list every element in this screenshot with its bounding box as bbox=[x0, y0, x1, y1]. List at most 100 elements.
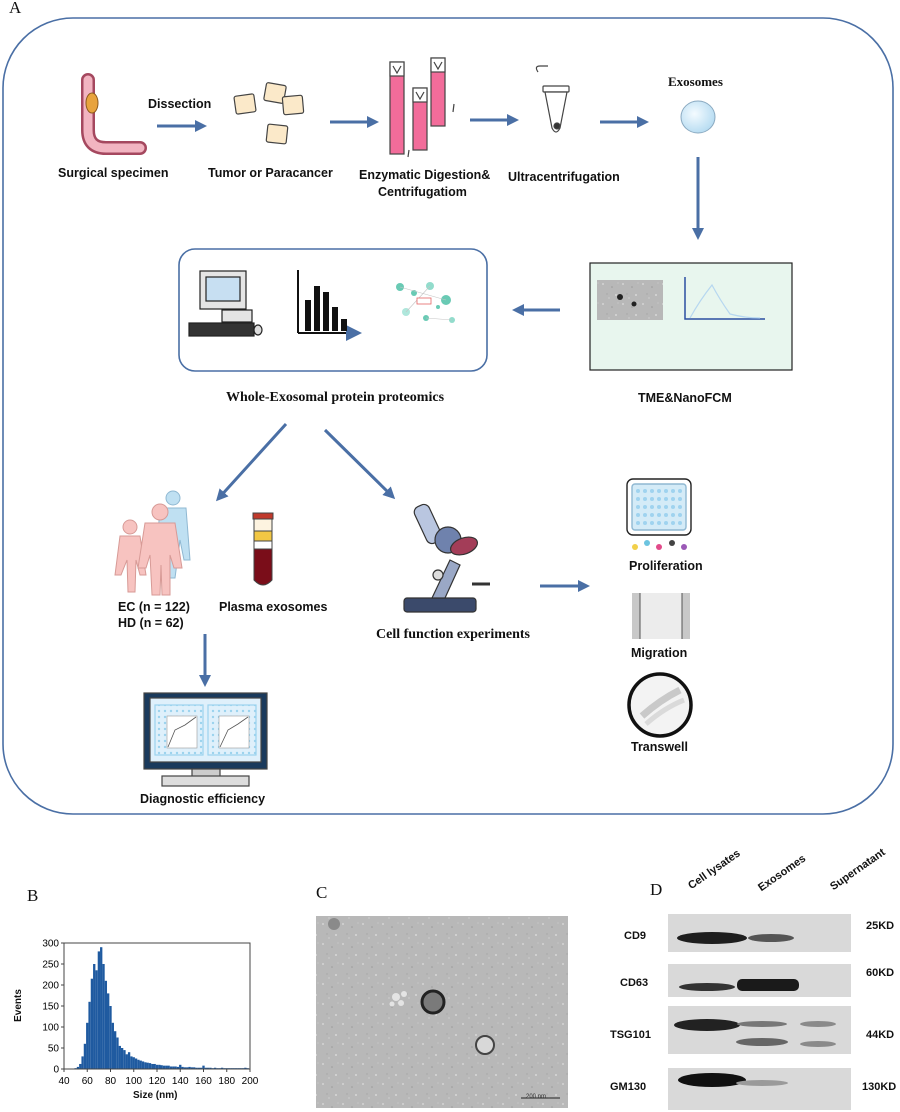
panel-d-letter: D bbox=[650, 880, 663, 899]
histogram-bar bbox=[90, 978, 94, 1069]
histogram-xlabel: Size (nm) bbox=[133, 1090, 178, 1101]
exosome-icon bbox=[680, 100, 716, 134]
histogram-bar bbox=[202, 1065, 205, 1069]
histogram-bar bbox=[107, 993, 110, 1069]
histogram-bar bbox=[179, 1064, 182, 1069]
histogram-bar bbox=[220, 1067, 224, 1069]
reagent-dots-icon bbox=[632, 540, 687, 550]
histogram-bar bbox=[244, 1067, 247, 1069]
histogram-bar bbox=[148, 1063, 152, 1069]
histogram-bar bbox=[181, 1066, 184, 1069]
panel-b-letter: B bbox=[27, 886, 39, 905]
proteomics-label: Whole-Exosomal protein proteomics bbox=[226, 390, 445, 405]
histogram-bar bbox=[139, 1060, 142, 1069]
histogram-bar bbox=[137, 1059, 140, 1069]
protein-label-cd9: CD9 bbox=[624, 930, 647, 942]
histogram-bar bbox=[183, 1067, 187, 1069]
histogram-bar bbox=[86, 1022, 89, 1069]
centrifuge-tubes-icon bbox=[389, 57, 455, 158]
histogram-bar bbox=[195, 1067, 198, 1069]
ultracentrifugation-label: Ultracentrifugation bbox=[508, 170, 620, 184]
tme-image-thumb bbox=[597, 280, 663, 320]
tumor-tissue-icon bbox=[233, 82, 305, 145]
size-label-25kd: 25KD bbox=[866, 920, 895, 932]
blood-tube-icon bbox=[252, 512, 274, 586]
histogram-bar bbox=[162, 1065, 166, 1069]
histogram-bar bbox=[167, 1065, 170, 1069]
exosomes-label: Exosomes bbox=[668, 74, 723, 89]
histogram-bar bbox=[151, 1063, 154, 1069]
well-plate-wells bbox=[636, 489, 682, 525]
y-tick-label: 200 bbox=[42, 981, 59, 992]
histogram-bar bbox=[100, 947, 103, 1069]
exosome-particle bbox=[420, 989, 446, 1015]
eppendorf-tube-icon bbox=[535, 65, 570, 133]
histogram-bar bbox=[186, 1067, 189, 1069]
arrow-to-clinical bbox=[215, 422, 288, 502]
histogram-bar bbox=[130, 1056, 133, 1069]
histogram-bar bbox=[125, 1054, 128, 1069]
histogram-bar bbox=[213, 1067, 217, 1069]
dissection-label: Dissection bbox=[148, 97, 212, 111]
y-tick-label: 250 bbox=[42, 960, 59, 971]
size-label-130kd: 130KD bbox=[862, 1081, 897, 1093]
y-tick-label: 0 bbox=[53, 1065, 59, 1076]
protein-label-cd63: CD63 bbox=[620, 977, 649, 989]
migration-label: Migration bbox=[631, 646, 688, 660]
proliferation-label: Proliferation bbox=[629, 559, 703, 573]
x-tick-label: 120 bbox=[149, 1076, 166, 1087]
histogram-bar bbox=[200, 1067, 203, 1069]
x-tick-label: 200 bbox=[242, 1076, 259, 1087]
histogram-bar bbox=[123, 1050, 126, 1069]
histogram-bar bbox=[132, 1057, 135, 1069]
histogram-bar bbox=[93, 964, 96, 1069]
surgical-specimen-icon bbox=[81, 73, 147, 155]
histogram-bar bbox=[134, 1058, 138, 1069]
bar-chart-icon bbox=[297, 270, 362, 341]
panel-a-letter: A bbox=[9, 0, 22, 17]
surgical-specimen-label: Surgical specimen bbox=[58, 166, 169, 180]
histogram-bar bbox=[197, 1067, 201, 1069]
diagnostic-monitor-icon bbox=[143, 692, 268, 787]
histogram-bar bbox=[120, 1048, 124, 1069]
histogram-bar bbox=[172, 1066, 175, 1069]
y-tick-label: 100 bbox=[42, 1023, 59, 1034]
cohort-people-icon bbox=[114, 490, 191, 596]
x-tick-label: 100 bbox=[125, 1076, 142, 1087]
histogram-bar bbox=[141, 1061, 145, 1069]
panel-a-border bbox=[2, 17, 894, 815]
x-tick-label: 160 bbox=[195, 1076, 212, 1087]
histogram-bar bbox=[76, 1066, 80, 1069]
x-tick-label: 40 bbox=[58, 1076, 70, 1087]
histogram-bar bbox=[144, 1062, 147, 1069]
histogram-bar bbox=[102, 964, 105, 1069]
microscope-icon bbox=[403, 503, 490, 613]
cell-function-label: Cell function experiments bbox=[376, 627, 530, 642]
x-tick-label: 60 bbox=[82, 1076, 94, 1087]
plasma-exosomes-label: Plasma exosomes bbox=[219, 600, 328, 614]
histogram-bar bbox=[146, 1062, 149, 1069]
network-icon bbox=[392, 278, 464, 330]
size-label-44kd: 44KD bbox=[866, 1029, 895, 1041]
panel-c-letter: C bbox=[316, 883, 328, 902]
histogram-bar bbox=[190, 1067, 194, 1069]
histogram-bar bbox=[127, 1052, 131, 1069]
hd-count-label: HD (n = 62) bbox=[118, 616, 184, 630]
histogram-bar bbox=[109, 1006, 112, 1069]
y-tick-label: 300 bbox=[42, 939, 59, 950]
diagnostic-efficiency-label: Diagnostic efficiency bbox=[140, 792, 266, 806]
enzymatic-label-line1: Enzymatic Digestion& bbox=[359, 168, 491, 182]
histogram-bar bbox=[97, 951, 101, 1069]
transwell-label: Transwell bbox=[631, 740, 688, 754]
arrow-to-cell-function bbox=[323, 428, 396, 500]
histogram-bar bbox=[209, 1067, 212, 1069]
protein-label-tsg101: TSG101 bbox=[610, 1029, 651, 1041]
histogram-bar bbox=[188, 1066, 191, 1069]
histogram-bar bbox=[113, 1031, 117, 1069]
x-tick-label: 180 bbox=[218, 1076, 235, 1087]
exosome-particle bbox=[475, 1035, 495, 1055]
